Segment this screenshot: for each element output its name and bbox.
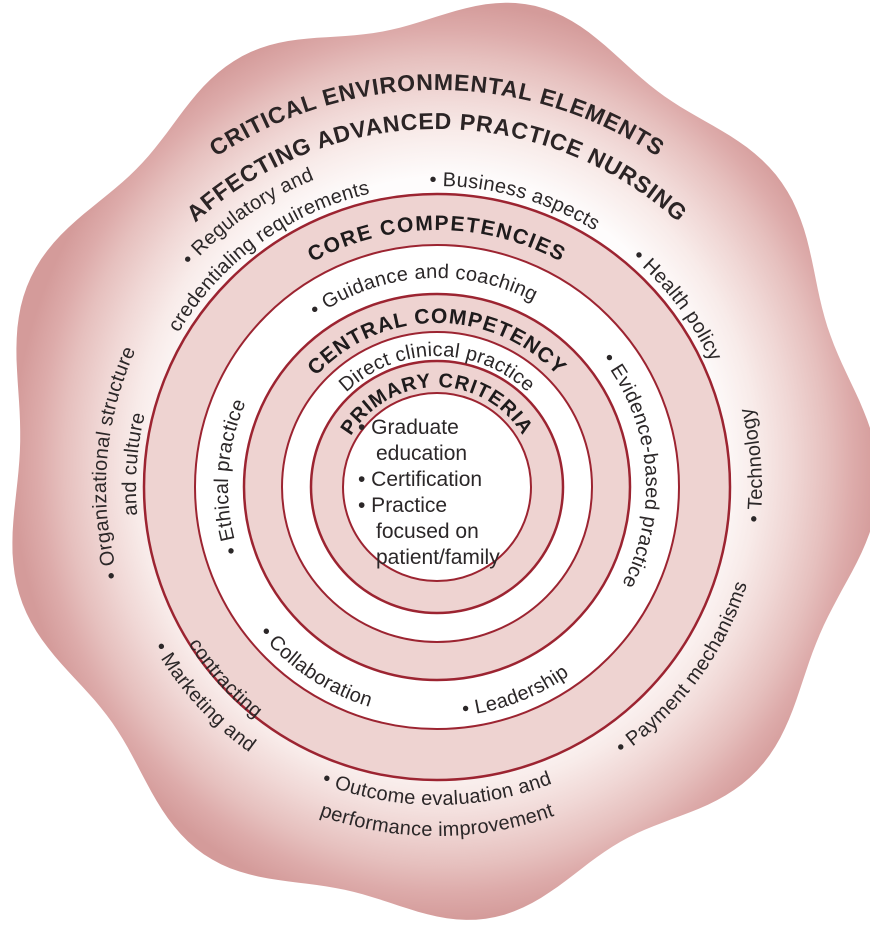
primary-criteria-item: • Graduate	[358, 416, 459, 439]
primary-criteria-item: education	[376, 442, 467, 465]
primary-criteria-item: focused on	[376, 520, 479, 543]
primary-criteria-item: • Certification	[358, 468, 482, 491]
primary-criteria-list: • Graduate education • Certification • P…	[358, 416, 500, 569]
ring-primary-inner	[342, 392, 532, 582]
primary-criteria-item: patient/family	[376, 546, 500, 569]
primary-criteria-item: • Practice	[358, 494, 447, 517]
